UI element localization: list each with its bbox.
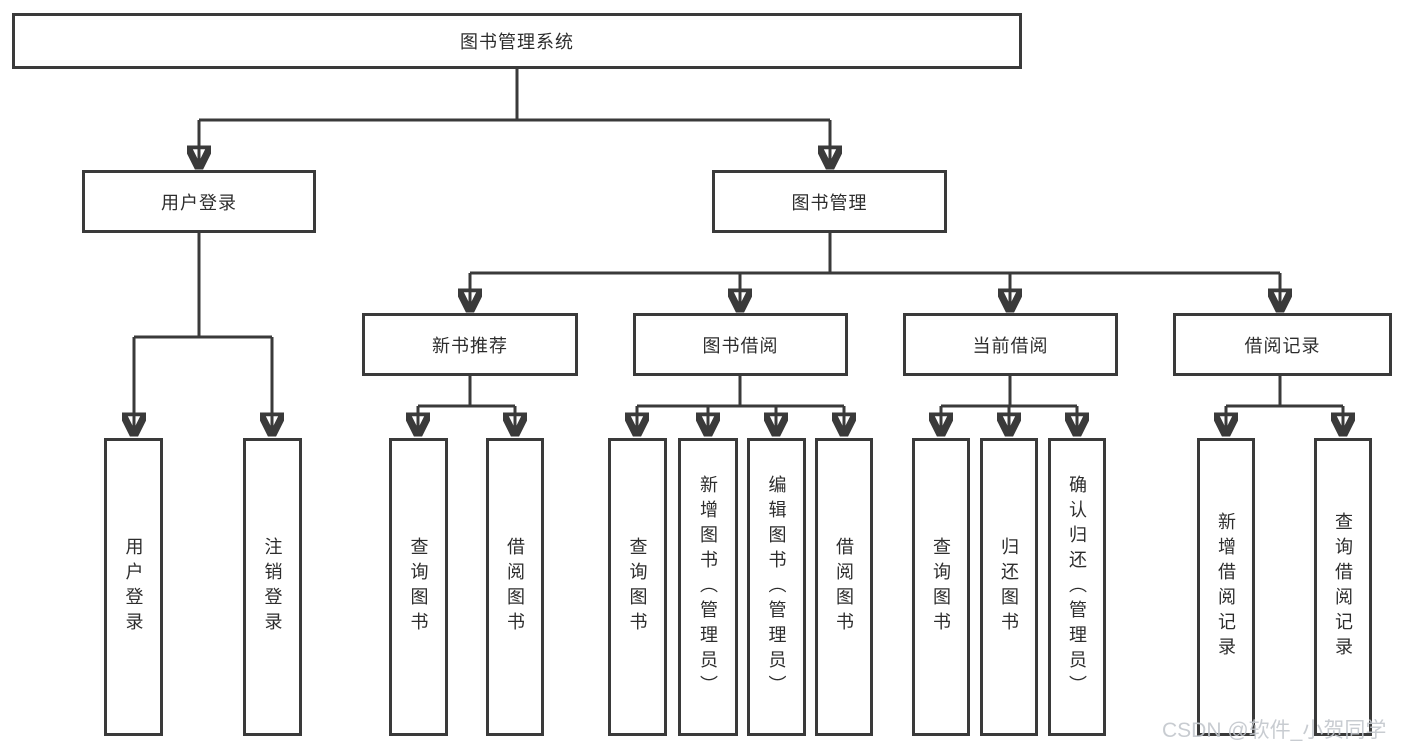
node-leaf-return-books-label: 归还图书 — [999, 537, 1019, 637]
node-leaf-logout-label: 注销登录 — [262, 537, 283, 637]
node-leaf-query-books-borrow: 查询图书 — [608, 438, 667, 736]
node-leaf-return-books: 归还图书 — [980, 438, 1038, 736]
node-leaf-confirm-return-admin-label: 确认归还（管理员） — [1067, 474, 1087, 700]
node-user-login-label: 用户登录 — [161, 192, 237, 213]
node-leaf-confirm-return-admin: 确认归还（管理员） — [1048, 438, 1106, 736]
node-leaf-add-borrow-record: 新增借阅记录 — [1197, 438, 1255, 736]
node-leaf-add-books-admin-label: 新增图书（管理员） — [698, 474, 718, 700]
node-root: 图书管理系统 — [12, 13, 1022, 69]
node-leaf-edit-books-admin-label: 编辑图书（管理员） — [766, 474, 787, 700]
node-leaf-logout: 注销登录 — [243, 438, 302, 736]
node-book-management-label: 图书管理 — [791, 192, 868, 213]
node-leaf-query-books-current: 查询图书 — [912, 438, 970, 736]
node-book-borrow-label: 图书借阅 — [702, 335, 779, 356]
node-leaf-user-login: 用户登录 — [104, 438, 163, 736]
node-new-book-recommend: 新书推荐 — [362, 313, 578, 376]
node-leaf-borrow-books-label: 借阅图书 — [834, 537, 854, 637]
node-borrow-records: 借阅记录 — [1173, 313, 1392, 376]
node-book-management: 图书管理 — [712, 170, 947, 233]
node-leaf-query-books-borrow-label: 查询图书 — [627, 537, 648, 637]
node-leaf-add-borrow-record-label: 新增借阅记录 — [1216, 512, 1236, 662]
node-book-borrow: 图书借阅 — [633, 313, 848, 376]
node-leaf-add-books-admin: 新增图书（管理员） — [678, 438, 738, 736]
csdn-watermark: CSDN @软件_小贺同学 — [1162, 719, 1387, 742]
node-borrow-records-label: 借阅记录 — [1244, 335, 1321, 356]
node-leaf-borrow-books-recommend: 借阅图书 — [486, 438, 544, 736]
node-leaf-query-books-recommend-label: 查询图书 — [408, 537, 429, 637]
node-leaf-borrow-books: 借阅图书 — [815, 438, 873, 736]
node-leaf-query-books-current-label: 查询图书 — [931, 537, 951, 637]
node-root-label: 图书管理系统 — [460, 32, 574, 52]
node-leaf-query-books-recommend: 查询图书 — [389, 438, 448, 736]
node-new-book-recommend-label: 新书推荐 — [432, 335, 508, 356]
node-current-borrow: 当前借阅 — [903, 313, 1118, 376]
node-leaf-user-login-label: 用户登录 — [123, 537, 144, 637]
node-current-borrow-label: 当前借阅 — [972, 335, 1049, 356]
node-leaf-query-borrow-record: 查询借阅记录 — [1314, 438, 1372, 736]
node-leaf-query-borrow-record-label: 查询借阅记录 — [1333, 512, 1353, 662]
node-user-login: 用户登录 — [82, 170, 316, 233]
node-leaf-edit-books-admin: 编辑图书（管理员） — [747, 438, 806, 736]
node-leaf-borrow-books-recommend-label: 借阅图书 — [505, 537, 525, 637]
